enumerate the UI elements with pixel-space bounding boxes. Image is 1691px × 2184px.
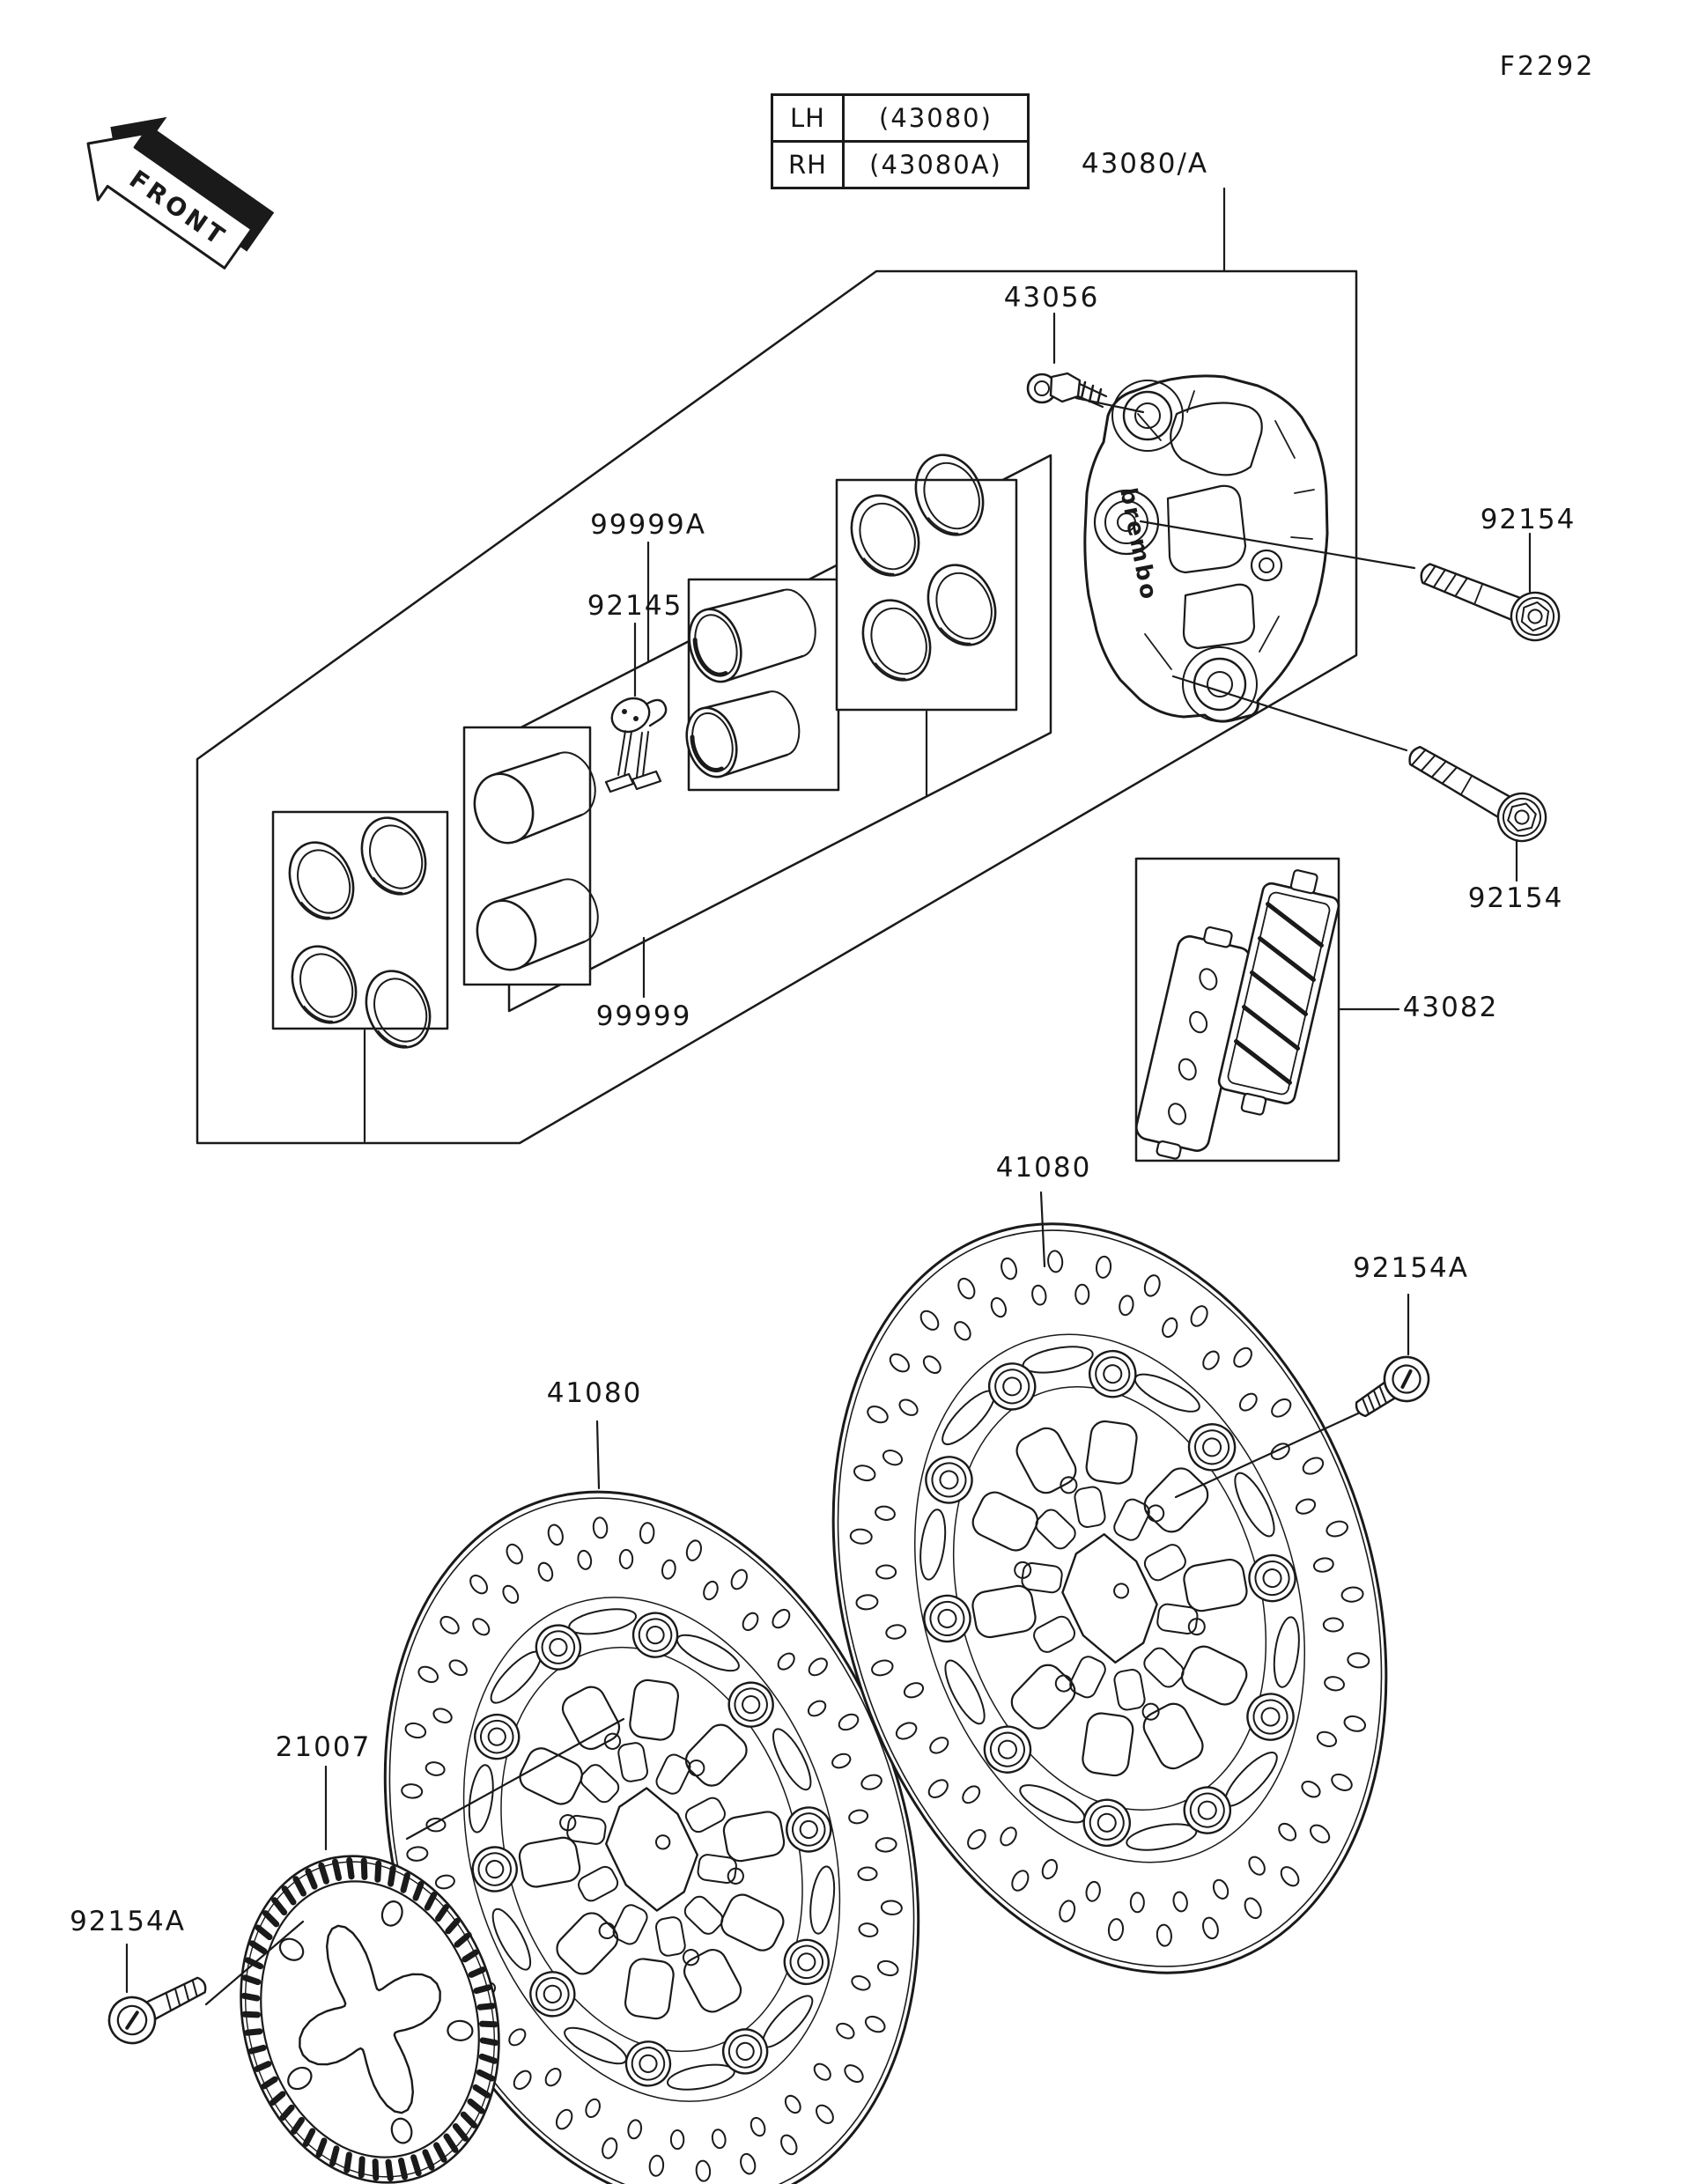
- piston-seal: [927, 564, 997, 646]
- callout-bleed-valve: 43056: [1003, 282, 1100, 314]
- piston-seal: [291, 945, 358, 1024]
- variant-row-rh: RH (43080A): [773, 140, 1027, 187]
- figure-code: F2292: [1499, 51, 1596, 82]
- brake-disc-right: [831, 1222, 1388, 1974]
- piston-bushing: [685, 690, 801, 778]
- variant-side-rh: RH: [773, 143, 845, 187]
- leader-lines: [125, 187, 1532, 2006]
- caliper-mount-bolt-upper: [1420, 563, 1561, 642]
- callout-sensor-ring: 21007: [275, 1731, 372, 1763]
- callout-piston-seal-kit: 99999A: [590, 509, 706, 541]
- variant-side-lh: LH: [773, 96, 845, 140]
- piston-seal: [850, 494, 920, 577]
- variant-part-lh: (43080): [879, 103, 993, 133]
- brake-disc-left: [383, 1490, 920, 2184]
- callout-caliper-bolt-lower: 92154: [1467, 882, 1564, 914]
- caliper-kit-outline: [196, 269, 1358, 1145]
- variant-table: LH (43080) RH (43080A): [771, 93, 1030, 189]
- brake-pad-friction: [1217, 869, 1340, 1116]
- piston-seal: [288, 841, 355, 920]
- front-arrow-icon: FRONT: [86, 116, 275, 269]
- callout-disc-right: 41080: [995, 1152, 1092, 1184]
- disc-mount-bolt-left: [107, 1976, 207, 2045]
- piston-seal: [365, 970, 432, 1049]
- piston-seal: [360, 816, 427, 896]
- abs-sensor-ring: [240, 1855, 500, 2184]
- disc-mount-bolt-right: [1355, 1355, 1430, 1418]
- piston-seal: [914, 454, 985, 536]
- variant-part-rh: (43080A): [869, 150, 1002, 180]
- callout-disc-bolt-right: 92154A: [1353, 1252, 1469, 1284]
- callout-disc-left: 41080: [546, 1377, 643, 1409]
- callout-caliper-seal-kit: 99999: [595, 1000, 692, 1032]
- caliper-piston: [473, 751, 596, 845]
- piston-seal: [861, 599, 932, 682]
- brake-caliper: brembo: [1083, 374, 1329, 723]
- variant-row-lh: LH (43080): [773, 96, 1027, 140]
- callout-brake-pads: 43082: [1402, 992, 1499, 1023]
- callout-disc-bolt-left: 92154A: [70, 1906, 186, 1937]
- piston-bushing: [688, 588, 816, 683]
- caliper-piston: [476, 878, 599, 971]
- callout-pad-spring: 92145: [587, 590, 683, 622]
- pad-spring-clip: [604, 697, 668, 793]
- callout-caliper-bolt-upper: 92154: [1480, 504, 1577, 535]
- brake-pad-backing: [1135, 926, 1252, 1160]
- bleed-valve: [1026, 372, 1108, 409]
- callout-caliper-assembly: 43080/A: [1081, 148, 1209, 180]
- caliper-mount-bolt-lower: [1408, 745, 1547, 843]
